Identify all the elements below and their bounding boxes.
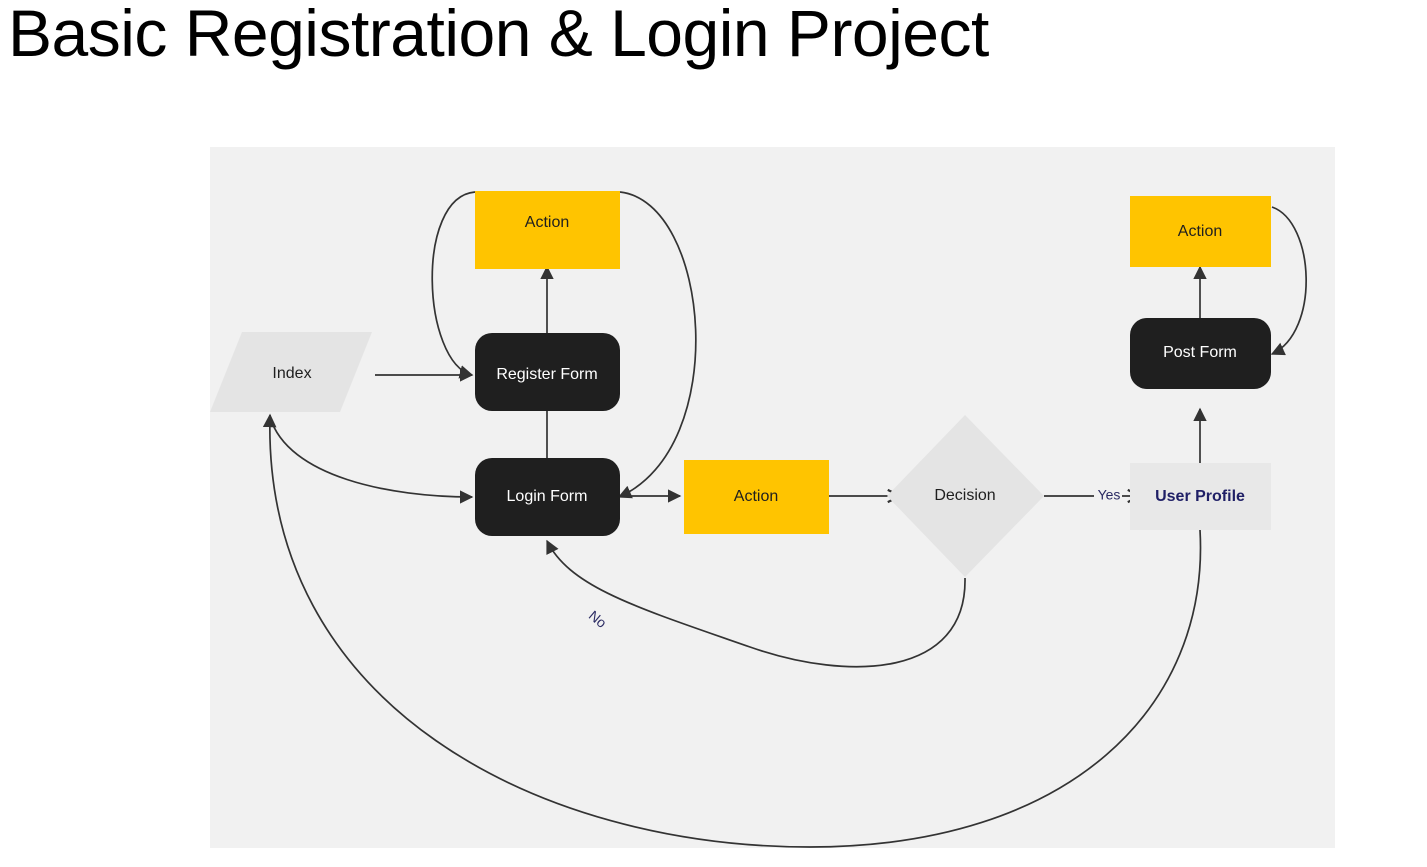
node-action-register[interactable]: Action xyxy=(475,191,620,269)
register-form-shape xyxy=(475,333,620,411)
diagram-canvas: Yes No Index Action Register Form xyxy=(210,147,1335,848)
edge-index-to-login-form xyxy=(269,416,474,504)
edge-decision-to-login-form-no xyxy=(546,539,966,668)
edge-action-post-to-post-form xyxy=(1270,206,1307,356)
node-decision[interactable]: Decision xyxy=(887,415,1044,577)
edge-label-yes: Yes xyxy=(1098,487,1121,503)
post-form-shape xyxy=(1130,318,1271,389)
edge-label-no: No xyxy=(586,607,610,631)
action-login-shape xyxy=(684,460,829,534)
edge-action-to-login-form xyxy=(617,191,697,499)
node-login-form[interactable]: Login Form xyxy=(475,458,620,536)
user-profile-label: User Profile xyxy=(1155,488,1245,505)
node-action-post[interactable]: Action xyxy=(1130,196,1271,267)
login-form-shape xyxy=(475,458,620,536)
action-post-shape xyxy=(1130,196,1271,267)
index-shape xyxy=(210,332,372,412)
post-form-label: Post Form xyxy=(1163,344,1237,361)
node-register-form[interactable]: Register Form xyxy=(475,333,620,411)
node-action-login[interactable]: Action xyxy=(684,460,829,534)
index-label: Index xyxy=(272,365,311,382)
flowchart-svg: Yes No Index Action Register Form xyxy=(210,191,1307,848)
decision-label: Decision xyxy=(934,487,995,504)
action-register-label: Action xyxy=(525,214,569,231)
user-profile-shape xyxy=(1130,463,1271,530)
action-register-shape xyxy=(475,191,620,269)
edge-user-profile-to-index xyxy=(262,413,1202,848)
login-form-label: Login Form xyxy=(507,488,588,505)
register-form-label: Register Form xyxy=(496,366,597,383)
action-login-label: Action xyxy=(734,488,778,505)
node-user-profile[interactable]: User Profile xyxy=(1130,463,1271,530)
decision-shape xyxy=(887,415,1044,577)
node-post-form[interactable]: Post Form xyxy=(1130,318,1271,389)
action-post-label: Action xyxy=(1178,223,1222,240)
node-index[interactable]: Index xyxy=(210,332,372,412)
page-title: Basic Registration & Login Project xyxy=(8,0,989,70)
edge-action-to-register-form xyxy=(431,191,476,379)
